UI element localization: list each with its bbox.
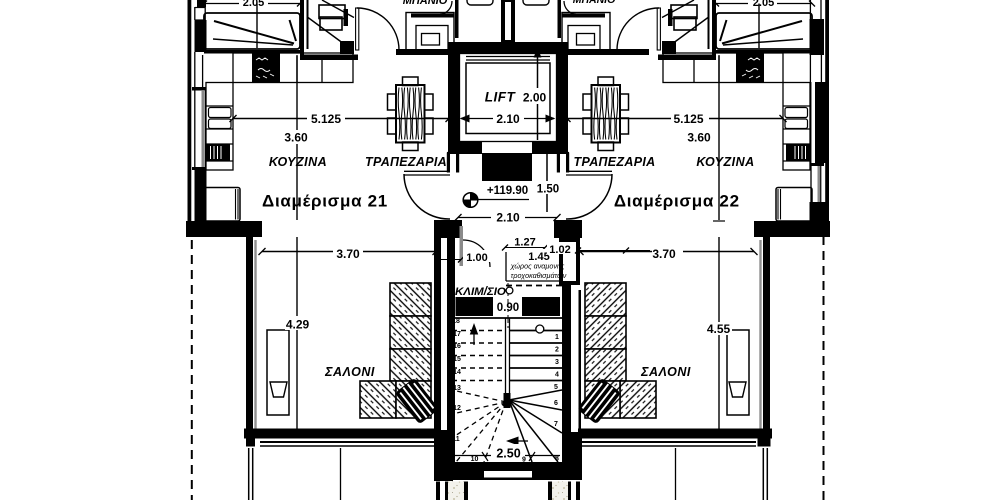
svg-text:3: 3: [555, 359, 559, 366]
svg-text:ΚΟΥΖΙΝΑ: ΚΟΥΖΙΝΑ: [696, 155, 754, 169]
svg-text:2.10: 2.10: [496, 112, 520, 126]
svg-text:ΜΠΑΝΙΟ: ΜΠΑΝΙΟ: [403, 0, 448, 7]
svg-text:5.125: 5.125: [311, 112, 341, 126]
svg-text:4: 4: [555, 372, 559, 379]
svg-text:4.29: 4.29: [286, 318, 310, 332]
svg-text:3.60: 3.60: [687, 131, 711, 145]
svg-text:2.50: 2.50: [496, 447, 520, 461]
svg-text:1.50: 1.50: [537, 184, 559, 196]
svg-text:1.45: 1.45: [528, 251, 549, 263]
svg-text:16: 16: [453, 343, 461, 350]
svg-text:3.70: 3.70: [336, 247, 360, 261]
svg-text:1.27: 1.27: [514, 237, 535, 249]
svg-text:9: 9: [522, 457, 526, 464]
svg-text:11: 11: [452, 436, 460, 443]
svg-text:7: 7: [554, 421, 558, 428]
svg-text:2: 2: [555, 347, 559, 354]
svg-text:ΣΑΛΟΝΙ: ΣΑΛΟΝΙ: [640, 365, 691, 379]
svg-text:Διαμέρισμα 22: Διαμέρισμα 22: [614, 192, 740, 211]
svg-text:10: 10: [471, 456, 479, 463]
svg-text:3.60: 3.60: [284, 131, 308, 145]
svg-text:17: 17: [453, 331, 461, 338]
svg-text:ΣΑΛΟΝΙ: ΣΑΛΟΝΙ: [324, 365, 375, 379]
svg-text:1.02: 1.02: [549, 244, 570, 256]
svg-text:2.00: 2.00: [523, 91, 547, 105]
svg-text:τροχοκαθισμάτων: τροχοκαθισμάτων: [511, 271, 567, 280]
svg-text:2.05: 2.05: [243, 0, 264, 9]
svg-text:χώρος αναμονής: χώρος αναμονής: [510, 262, 565, 271]
svg-text:5.125: 5.125: [673, 112, 703, 126]
svg-text:5: 5: [554, 384, 558, 391]
svg-text:8: 8: [555, 456, 559, 463]
svg-text:0.90: 0.90: [497, 302, 519, 314]
svg-text:1: 1: [555, 334, 559, 341]
svg-text:15: 15: [453, 356, 461, 363]
svg-text:Διαμέρισμα 21: Διαμέρισμα 21: [262, 192, 388, 211]
svg-text:18: 18: [452, 318, 460, 325]
svg-text:ΤΡΑΠΕΖΑΡΙΑ: ΤΡΑΠΕΖΑΡΙΑ: [365, 155, 447, 169]
svg-text:ΚΛΙΜ/ΣΙΟ: ΚΛΙΜ/ΣΙΟ: [455, 286, 506, 298]
svg-text:ΤΡΑΠΕΖΑΡΙΑ: ΤΡΑΠΕΖΑΡΙΑ: [574, 155, 656, 169]
svg-text:ΚΟΥΖΙΝΑ: ΚΟΥΖΙΝΑ: [269, 155, 327, 169]
svg-text:1.00: 1.00: [466, 252, 487, 264]
svg-text:2.10: 2.10: [496, 211, 520, 225]
svg-text:6: 6: [554, 400, 558, 407]
svg-text:3.70: 3.70: [652, 247, 676, 261]
svg-text:12: 12: [453, 405, 461, 412]
svg-text:14: 14: [453, 369, 461, 376]
svg-text:2.05: 2.05: [753, 0, 774, 9]
svg-text:+119.90: +119.90: [487, 185, 528, 197]
svg-text:4.55: 4.55: [707, 322, 731, 336]
svg-text:ΜΠΑΝΙΟ: ΜΠΑΝΙΟ: [573, 0, 616, 6]
svg-text:LIFT: LIFT: [485, 90, 517, 105]
svg-text:13: 13: [453, 385, 461, 392]
